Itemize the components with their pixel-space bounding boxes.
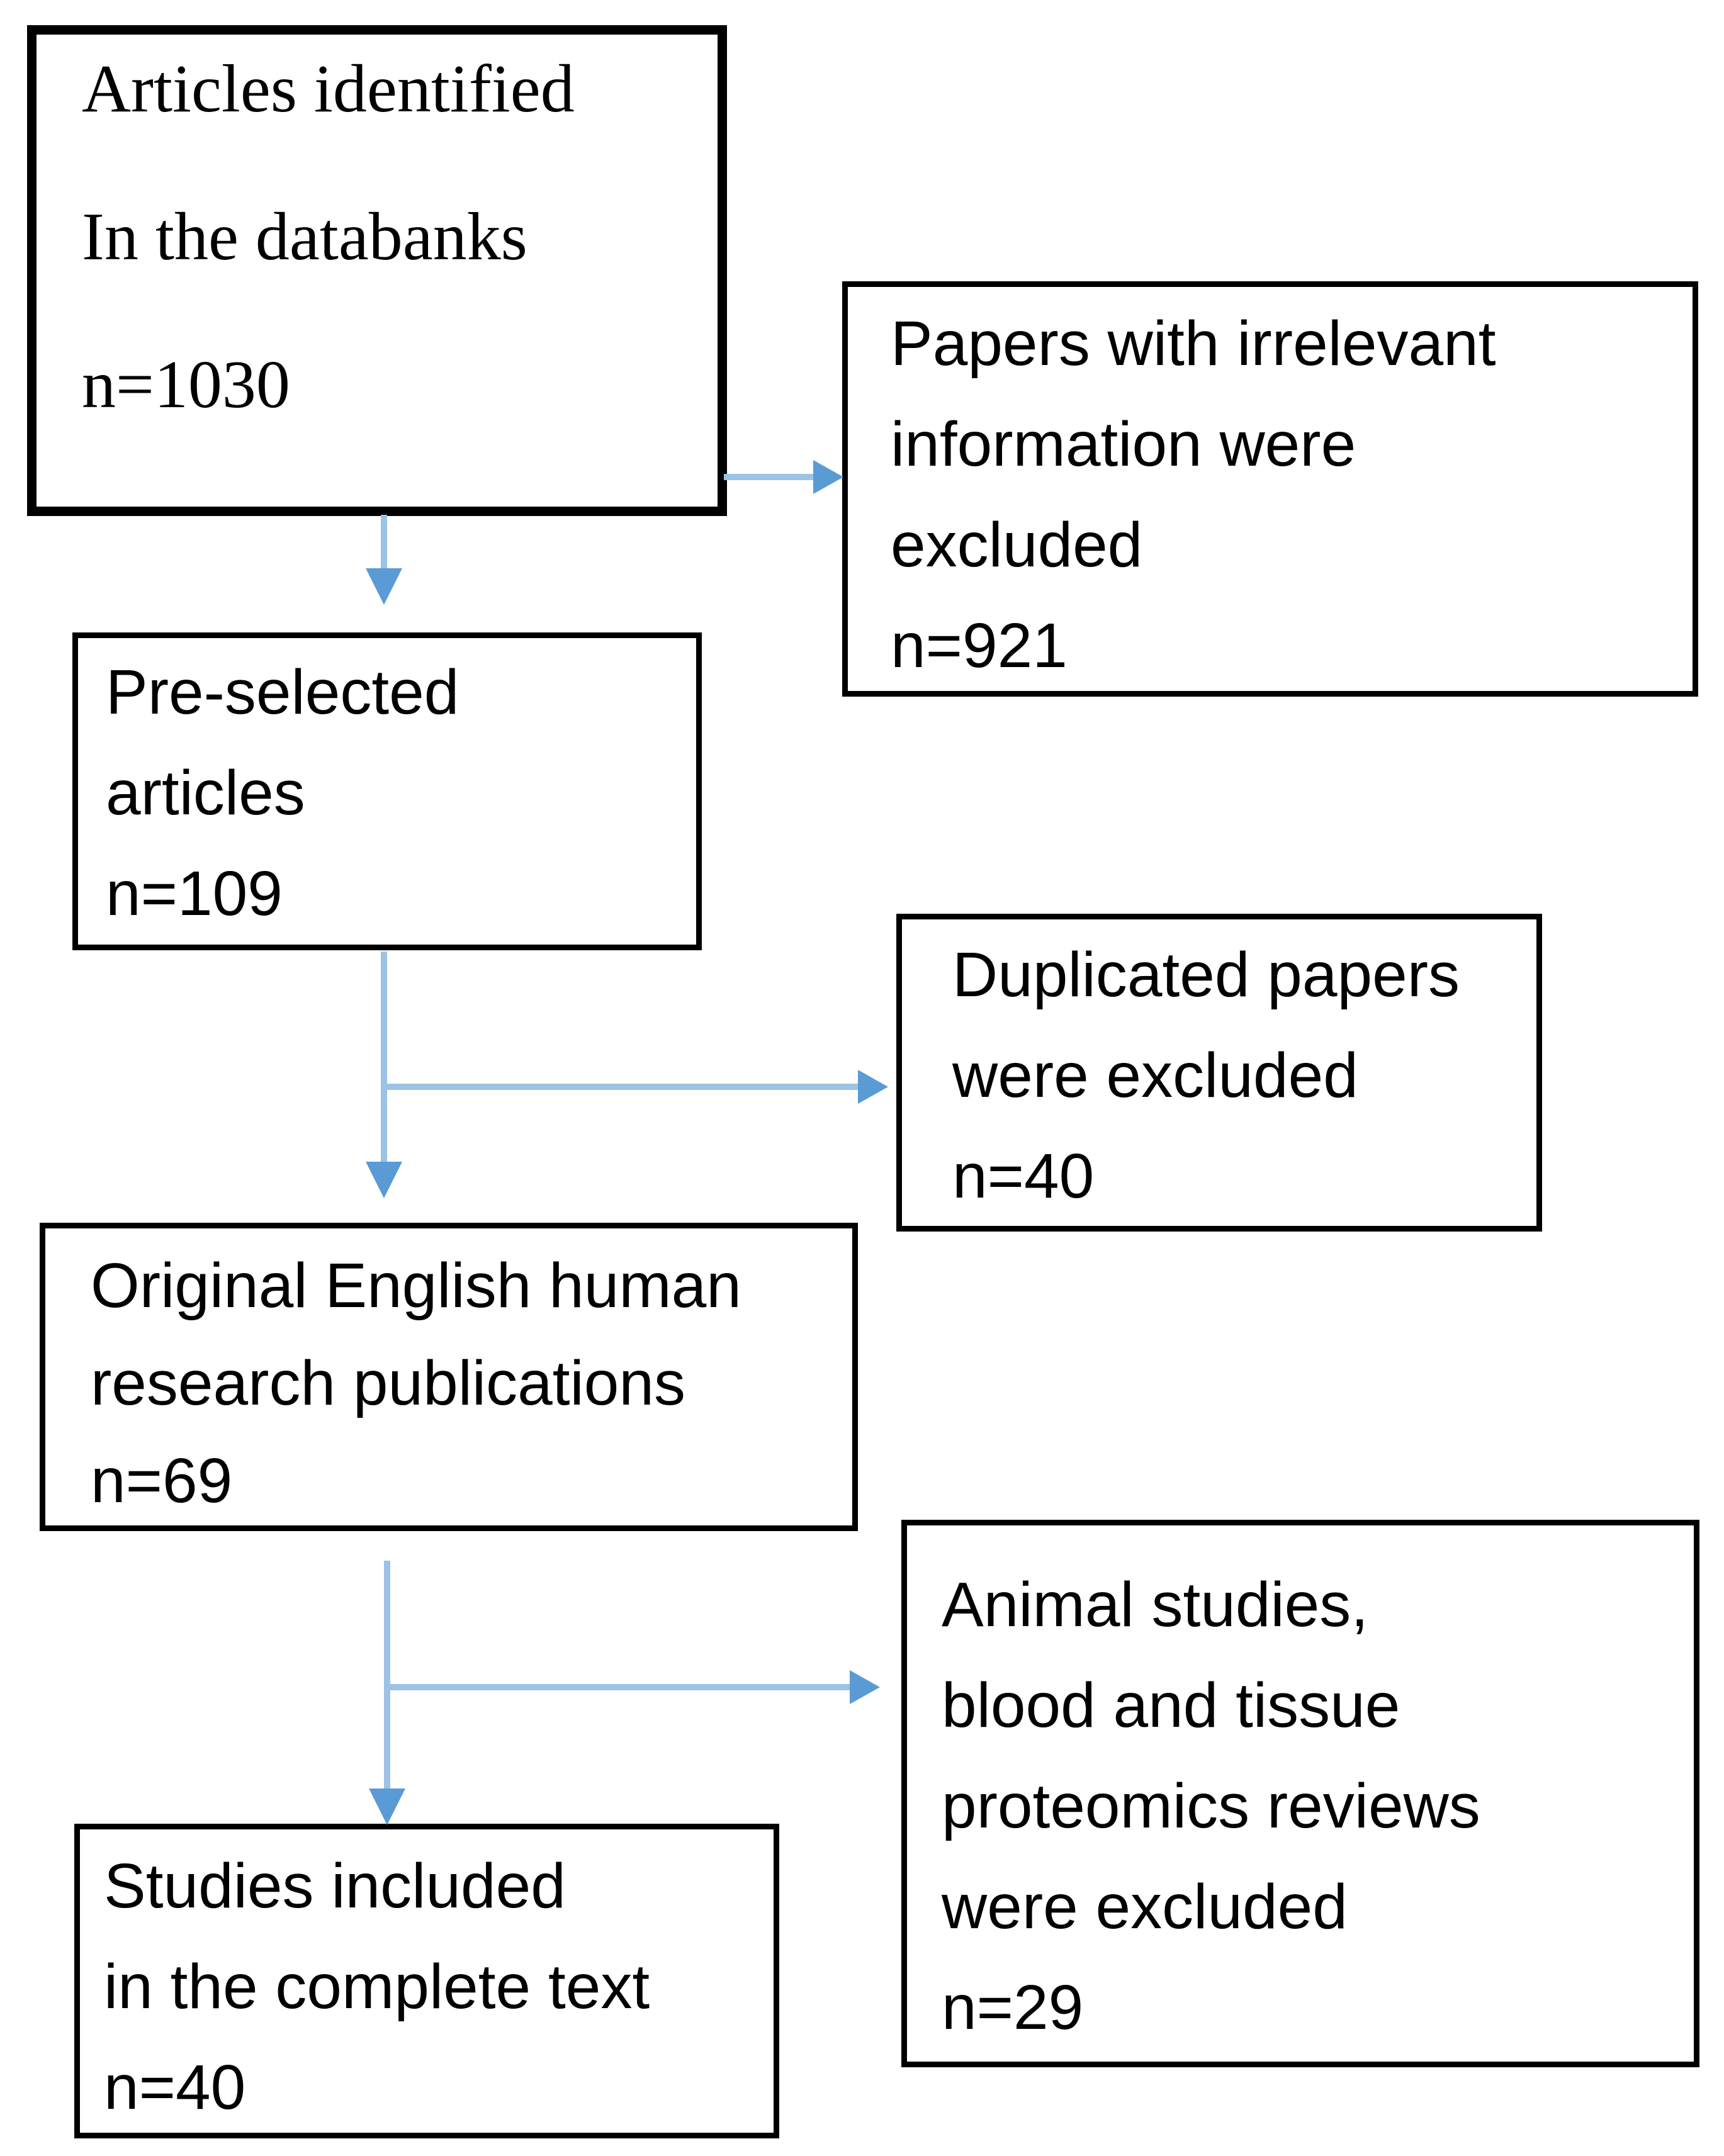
- box-animal-studies-excluded-line: were excluded: [942, 1872, 1348, 1942]
- box-irrelevant-papers-excluded-line: excluded: [891, 510, 1143, 580]
- box-preselected-articles: Pre-selected articles n=109: [72, 632, 702, 950]
- arrowhead-down-icon: [366, 1162, 402, 1198]
- box-original-english-publications: Original English human research publicat…: [40, 1223, 858, 1531]
- box-original-english-publications-line: Original English human: [91, 1250, 741, 1321]
- box-articles-identified: Articles identified In the databanks n=1…: [27, 25, 727, 516]
- box-irrelevant-papers-excluded: Papers with irrelevant information were …: [842, 281, 1698, 697]
- box-preselected-articles-line: Pre-selected: [106, 657, 459, 727]
- box-irrelevant-papers-excluded-count: n=921: [891, 610, 1068, 681]
- arrow-line-branch-to-duplicates: [384, 1084, 859, 1090]
- box-studies-included-line: Studies included: [104, 1851, 566, 1921]
- box-duplicated-papers-excluded-count: n=40: [952, 1141, 1095, 1211]
- arrowhead-down-icon: [366, 568, 402, 605]
- arrowhead-right-icon: [850, 1670, 880, 1704]
- box-animal-studies-excluded-count: n=29: [942, 1972, 1084, 2043]
- arrowhead-right-icon: [813, 460, 843, 494]
- box-irrelevant-papers-excluded-line: Papers with irrelevant: [891, 308, 1496, 379]
- box-irrelevant-papers-excluded-line: information were: [891, 409, 1356, 480]
- arrowhead-right-icon: [858, 1070, 888, 1104]
- box-articles-identified-count: n=1030: [82, 347, 290, 422]
- box-animal-studies-excluded-line: blood and tissue: [942, 1670, 1400, 1741]
- arrow-line-branch-to-animal: [387, 1684, 851, 1690]
- box-animal-studies-excluded-line: Animal studies,: [942, 1569, 1369, 1640]
- arrow-line-preselected-to-original: [381, 952, 387, 1165]
- arrowhead-down-icon: [369, 1788, 405, 1825]
- box-duplicated-papers-excluded-line: Duplicated papers: [952, 940, 1460, 1010]
- box-original-english-publications-count: n=69: [91, 1446, 233, 1516]
- box-studies-included: Studies included in the complete text n=…: [74, 1824, 779, 2138]
- arrow-line-identified-to-preselected: [381, 515, 387, 571]
- box-studies-included-line: in the complete text: [104, 1951, 650, 2022]
- box-duplicated-papers-excluded-line: were excluded: [952, 1040, 1358, 1111]
- box-original-english-publications-line: research publications: [91, 1348, 685, 1418]
- box-articles-identified-line: In the databanks: [82, 199, 527, 274]
- arrow-line-identified-to-irrelevant: [724, 474, 815, 480]
- box-preselected-articles-line: articles: [106, 758, 305, 828]
- box-articles-identified-line: Articles identified: [82, 52, 575, 126]
- box-duplicated-papers-excluded: Duplicated papers were excluded n=40: [896, 914, 1542, 1232]
- box-animal-studies-excluded-line: proteomics reviews: [942, 1771, 1480, 1841]
- box-studies-included-count: n=40: [104, 2052, 246, 2123]
- arrow-line-original-to-included: [384, 1561, 390, 1792]
- box-preselected-articles-count: n=109: [106, 858, 283, 929]
- box-animal-studies-excluded: Animal studies, blood and tissue proteom…: [901, 1520, 1699, 2067]
